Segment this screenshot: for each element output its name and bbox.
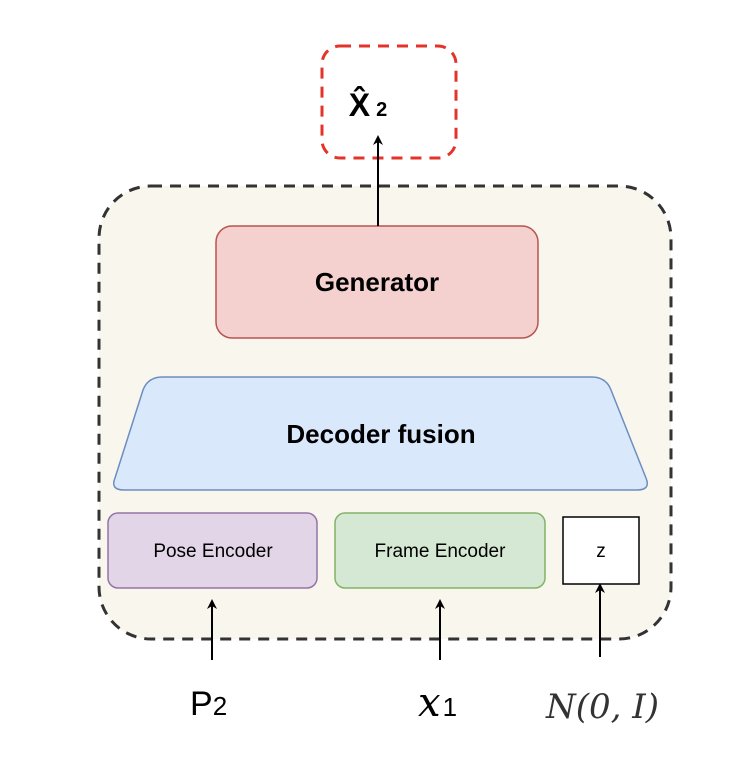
output-label: X̂2 bbox=[349, 86, 387, 123]
z-block bbox=[562, 516, 640, 585]
output-subscript: 2 bbox=[376, 99, 387, 121]
frame-encoder-label: Frame Encoder bbox=[375, 541, 507, 562]
z-label: z bbox=[596, 541, 606, 562]
pose-encoder-label: Pose Encoder bbox=[153, 541, 273, 562]
output-symbol: X̂ bbox=[349, 86, 371, 123]
frame-input-base: 𝑥 bbox=[418, 680, 441, 726]
pose-input-sub: 2 bbox=[213, 691, 227, 721]
frame-input-label: 𝑥1 bbox=[418, 680, 457, 726]
noise-input-label: N(0, I) bbox=[545, 687, 659, 727]
output-box bbox=[320, 44, 458, 160]
frame-input-sub: 1 bbox=[443, 692, 457, 722]
frame-encoder-block bbox=[334, 512, 546, 589]
pose-input-base: P bbox=[190, 685, 213, 723]
decoder-fusion-block bbox=[112, 376, 649, 491]
pose-input-label: P2 bbox=[190, 685, 227, 723]
pose-encoder-block bbox=[107, 512, 318, 589]
generator-label: Generator bbox=[315, 267, 439, 297]
decoder-fusion-label: Decoder fusion bbox=[286, 419, 475, 449]
